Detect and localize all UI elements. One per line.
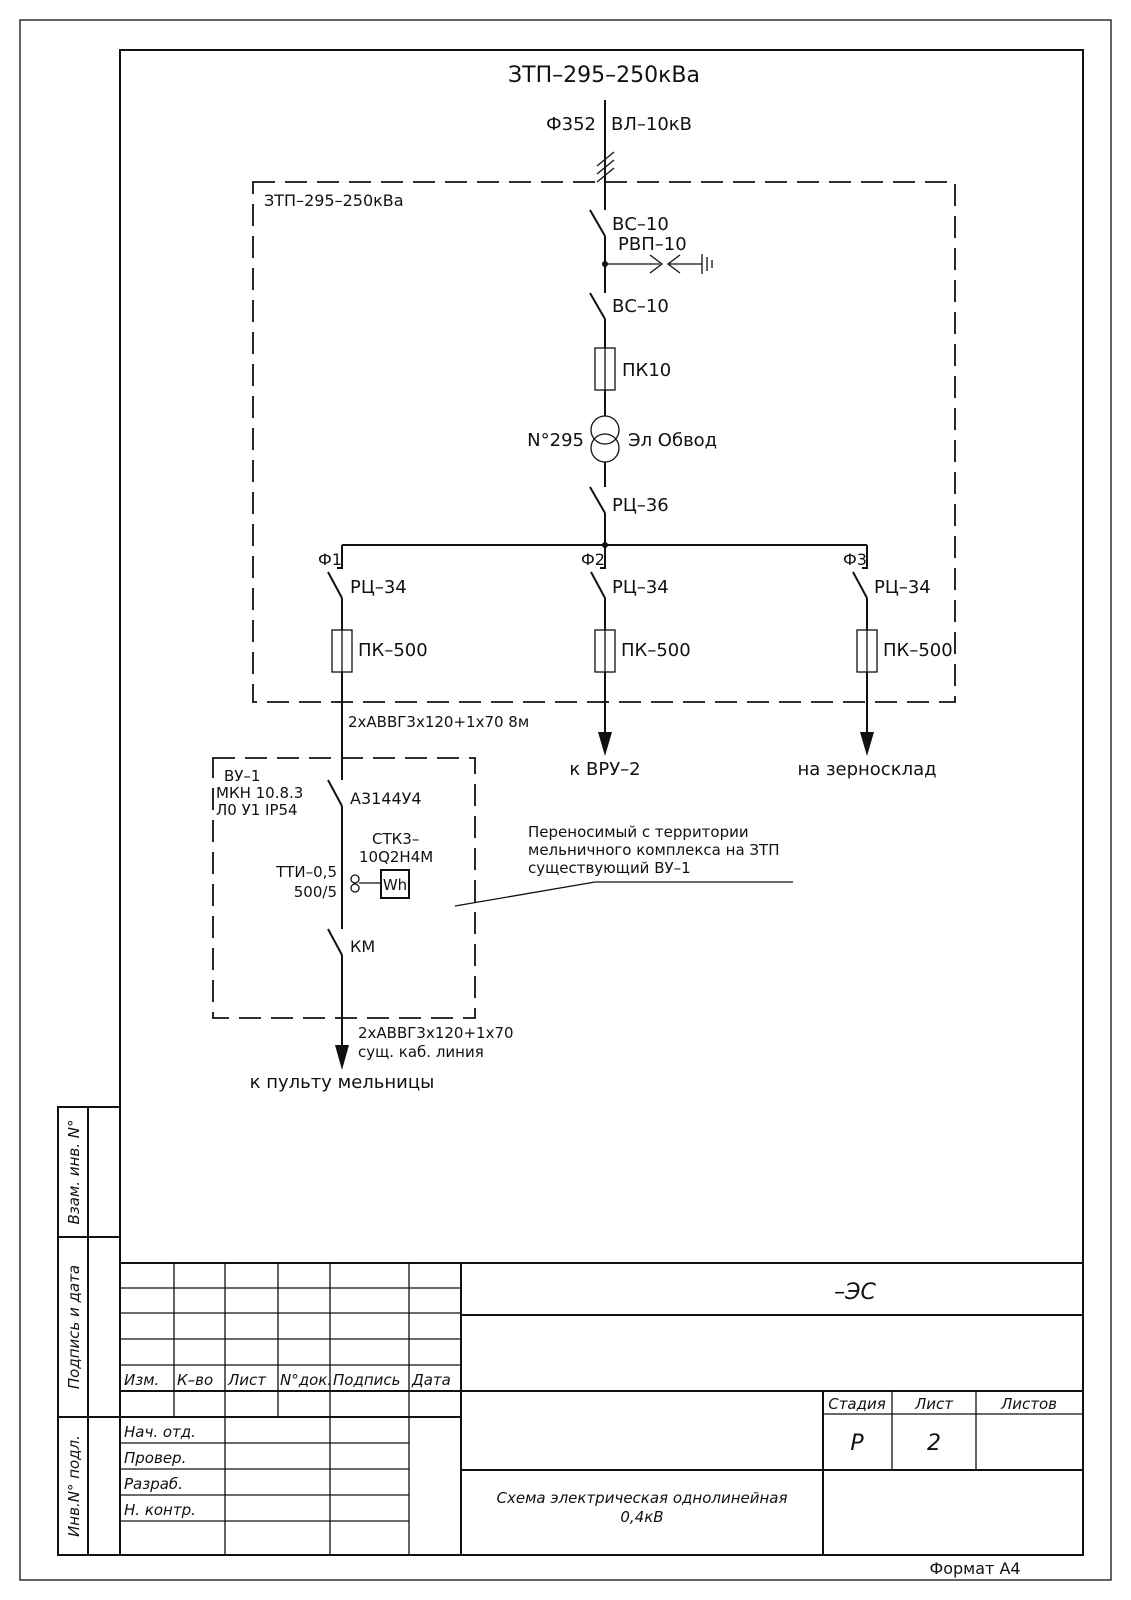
vu-destination: к пульту мельницы bbox=[250, 1072, 435, 1093]
sheet-label: Лист bbox=[914, 1395, 954, 1413]
sheet-outer-border bbox=[19, 19, 1112, 1581]
hdr-list: Лист bbox=[227, 1371, 267, 1389]
transformer-owner: Эл Обвод bbox=[628, 430, 717, 451]
feeder-3-switch bbox=[852, 571, 868, 599]
hdr-podpis: Подпись bbox=[333, 1371, 400, 1389]
feeder-3-fuse-label: ПК–500 bbox=[883, 640, 953, 661]
vu-output-arrow bbox=[335, 1045, 349, 1070]
vu-contactor bbox=[327, 928, 343, 956]
vu-model: МКН 10.8.3 bbox=[216, 784, 303, 802]
substation-box-label: ЗТП–295–250кВа bbox=[264, 191, 404, 210]
hv-fuse-label: ПК10 bbox=[622, 360, 671, 381]
stamp-vzam: Взам. инв. N° bbox=[65, 1120, 83, 1225]
hdr-kvo: К–во bbox=[177, 1371, 213, 1389]
feeder-2-destination: к ВРУ–2 bbox=[569, 759, 640, 780]
hv-switch-2 bbox=[589, 292, 606, 320]
feeder-2-name: Ф2 bbox=[581, 550, 605, 569]
role-nach-otd: Нач. отд. bbox=[124, 1423, 196, 1441]
doc-title-2: 0,4кВ bbox=[620, 1508, 663, 1526]
hdr-ndok: N°док. bbox=[280, 1371, 332, 1389]
stamp-inv: Инв.N° подл. bbox=[65, 1435, 83, 1537]
vu-protection: Л0 У1 IP54 bbox=[216, 801, 298, 819]
feeder-3-destination: на зерносклад bbox=[797, 759, 936, 780]
current-transformer-symbol bbox=[350, 874, 381, 893]
note-line-1: Переносимый с территории bbox=[528, 823, 749, 841]
meter-model-1: СТК3– bbox=[372, 830, 419, 848]
sheets-label: Листов bbox=[1000, 1395, 1057, 1413]
note-line-2: мельничного комплекса на ЗТП bbox=[528, 841, 779, 859]
role-n-kontr: Н. контр. bbox=[124, 1501, 196, 1519]
feeder-2-arrow bbox=[598, 732, 612, 756]
feeder-2-switch bbox=[590, 571, 606, 599]
vu-cable-2: сущ. каб. линия bbox=[358, 1043, 484, 1061]
role-razrab: Разраб. bbox=[124, 1475, 183, 1493]
role-prover: Провер. bbox=[124, 1449, 186, 1467]
note-line-3: существующий ВУ–1 bbox=[528, 859, 691, 877]
sheet-value: 2 bbox=[927, 1431, 941, 1456]
main-switch-label: РЦ–36 bbox=[612, 495, 669, 516]
feeder-1-name: Ф1 bbox=[318, 550, 342, 569]
stage-value: Р bbox=[850, 1431, 864, 1456]
feeder-3-switch-label: РЦ–34 bbox=[874, 577, 931, 598]
hv-switch-2-label: ВС–10 bbox=[612, 296, 669, 317]
feeder-1-switch-label: РЦ–34 bbox=[350, 577, 407, 598]
format-label: Формат А4 bbox=[929, 1559, 1020, 1578]
hdr-data: Дата bbox=[411, 1371, 451, 1389]
stage-label: Стадия bbox=[828, 1395, 886, 1413]
line-label: ВЛ–10кВ bbox=[611, 114, 692, 135]
vu-box bbox=[212, 757, 476, 1019]
hv-switch-1 bbox=[589, 209, 606, 237]
doc-title-1: Схема электрическая однолинейная bbox=[496, 1489, 787, 1507]
arrester-label: РВП–10 bbox=[618, 234, 687, 255]
ct-label-2: 500/5 bbox=[294, 883, 337, 901]
feeder-3-name: Ф3 bbox=[843, 550, 867, 569]
note-leader bbox=[454, 881, 793, 907]
stamp-podpis: Подпись и дата bbox=[65, 1265, 83, 1389]
feeder-3-arrow bbox=[860, 732, 874, 756]
hdr-izm: Изм. bbox=[124, 1371, 159, 1389]
meter-model-2: 10Q2Н4М bbox=[359, 848, 433, 866]
drawing-title: ЗТП–295–250кВа bbox=[508, 63, 700, 88]
feeder-label: Ф352 bbox=[546, 114, 596, 135]
vu-label: ВУ–1 bbox=[224, 767, 260, 785]
vu-contactor-label: КМ bbox=[350, 937, 375, 956]
feeder-2-switch-label: РЦ–34 bbox=[612, 577, 669, 598]
title-block-grid bbox=[119, 1262, 1084, 1556]
feeder-2-fuse-label: ПК–500 bbox=[621, 640, 691, 661]
three-phase-mark bbox=[596, 151, 615, 183]
feeder-1-cable: 2хАВВГ3х120+1х70 8м bbox=[348, 713, 529, 731]
vu-cable-1: 2хАВВГ3х120+1х70 bbox=[358, 1024, 514, 1042]
ct-label-1: ТТИ–0,5 bbox=[275, 863, 337, 881]
feeder-1-fuse-label: ПК–500 bbox=[358, 640, 428, 661]
feeder-1-switch bbox=[327, 571, 343, 599]
document-code: –ЭС bbox=[834, 1280, 876, 1305]
vu-breaker-label: А3144У4 bbox=[350, 789, 422, 808]
energy-meter bbox=[380, 869, 410, 899]
arrester-symbol bbox=[605, 254, 713, 274]
transformer-symbol bbox=[590, 415, 620, 463]
hv-switch-1-label: ВС–10 bbox=[612, 214, 669, 235]
main-switch bbox=[589, 486, 606, 514]
vu-breaker bbox=[327, 779, 343, 807]
transformer-number: N°295 bbox=[527, 430, 584, 451]
meter-symbol: Wh bbox=[383, 876, 407, 894]
